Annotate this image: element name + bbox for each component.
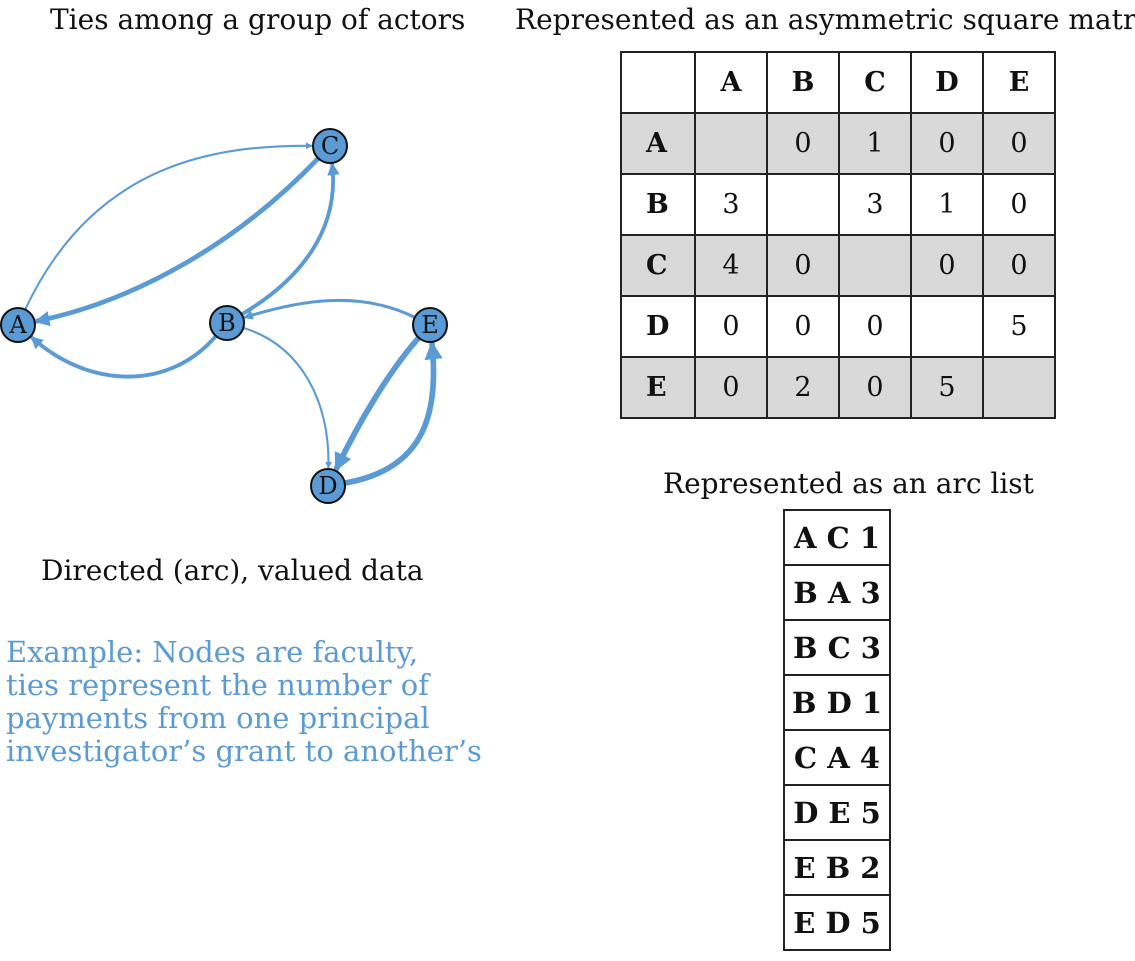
matrix-col-header: D <box>910 51 984 114</box>
node-circle <box>312 128 348 164</box>
matrix-cell: 3 <box>838 173 912 236</box>
matrix-cell: 5 <box>910 356 984 419</box>
graph-title: Ties among a group of actors <box>50 3 466 36</box>
matrix-cell: 0 <box>766 112 840 175</box>
matrix-row-header: E <box>620 356 696 419</box>
matrix-cell: 0 <box>838 295 912 358</box>
matrix-row-b: B 3 3 1 0 <box>620 173 1056 236</box>
edge-d-e <box>344 341 443 486</box>
edge-b-c <box>240 162 340 317</box>
node-circle <box>209 305 245 341</box>
matrix-cell <box>982 356 1056 419</box>
example-line: investigator’s grant to another’s <box>6 734 482 768</box>
graph-caption: Directed (arc), valued data <box>41 554 424 587</box>
node-label: D <box>318 472 337 500</box>
matrix-row-header: B <box>620 173 696 236</box>
node-circle <box>310 468 346 504</box>
edge-c-a <box>34 156 320 327</box>
matrix-col-header: E <box>982 51 1056 114</box>
matrix-cell <box>766 173 840 236</box>
matrix-row-c: C 4 0 0 0 <box>620 234 1056 297</box>
node-label: E <box>421 311 439 339</box>
matrix-row-e: E 0 2 0 5 <box>620 356 1056 419</box>
arc-list-item: A C 1 <box>783 509 891 566</box>
node-label: B <box>218 309 236 337</box>
example-text: Example: Nodes are faculty, ties represe… <box>6 636 482 768</box>
example-line: ties represent the number of <box>6 668 429 702</box>
matrix-row-header: A <box>620 112 696 175</box>
matrix-header-row: A B C D E <box>620 51 1056 114</box>
node-a: A <box>0 307 36 343</box>
node-e: E <box>412 307 448 343</box>
matrix-cell <box>910 295 984 358</box>
node-b: B <box>209 305 245 341</box>
edge-b-a <box>30 334 218 379</box>
matrix-col-header: A <box>694 51 768 114</box>
adjacency-matrix: A B C D E A 0 1 0 0 B 3 3 1 0 C 4 0 0 0 … <box>620 51 1056 419</box>
matrix-row-header: C <box>620 234 696 297</box>
matrix-cell: 0 <box>838 356 912 419</box>
matrix-cell: 2 <box>766 356 840 419</box>
matrix-cell <box>838 234 912 297</box>
matrix-cell: 0 <box>694 356 768 419</box>
matrix-cell: 1 <box>910 173 984 236</box>
matrix-row-header: D <box>620 295 696 358</box>
matrix-cell: 0 <box>766 295 840 358</box>
edge-e-d <box>333 335 421 472</box>
matrix-title: Represented as an asymmetric square matr… <box>515 3 1135 36</box>
arc-list-item: B C 3 <box>783 619 891 676</box>
node-d: D <box>310 468 346 504</box>
arc-list-table: A C 1 B A 3 B C 3 B D 1 C A 4 D E 5 E B … <box>783 509 891 951</box>
arc-list-item: B A 3 <box>783 564 891 621</box>
example-line: payments from one principal <box>6 701 430 735</box>
network-graph: A B C D E <box>0 128 448 504</box>
arc-list-item: E B 2 <box>783 839 891 896</box>
node-c: C <box>312 128 348 164</box>
matrix-col-header: B <box>766 51 840 114</box>
matrix-corner-cell <box>620 51 696 114</box>
matrix-row-a: A 0 1 0 0 <box>620 112 1056 175</box>
edge-e-b <box>243 298 416 320</box>
arc-list-title: Represented as an arc list <box>663 467 1034 500</box>
matrix-cell: 0 <box>982 173 1056 236</box>
arc-list-item: C A 4 <box>783 729 891 786</box>
matrix-cell: 0 <box>766 234 840 297</box>
matrix-row-d: D 0 0 0 5 <box>620 295 1056 358</box>
matrix-cell: 0 <box>982 234 1056 297</box>
matrix-cell: 5 <box>982 295 1056 358</box>
matrix-cell: 0 <box>910 112 984 175</box>
arc-list-item: E D 5 <box>783 894 891 951</box>
edge-b-d <box>242 326 332 469</box>
arc-list-item: D E 5 <box>783 784 891 841</box>
matrix-cell: 4 <box>694 234 768 297</box>
matrix-cell: 0 <box>910 234 984 297</box>
example-line: Example: Nodes are faculty, <box>6 635 419 669</box>
node-circle <box>412 307 448 343</box>
arc-list-item: B D 1 <box>783 674 891 731</box>
edge-a-c <box>24 142 313 311</box>
matrix-cell: 3 <box>694 173 768 236</box>
matrix-cell: 0 <box>694 295 768 358</box>
matrix-cell: 1 <box>838 112 912 175</box>
matrix-cell: 0 <box>982 112 1056 175</box>
node-label: A <box>8 311 27 339</box>
matrix-col-header: C <box>838 51 912 114</box>
node-label: C <box>321 132 339 160</box>
node-circle <box>0 307 36 343</box>
matrix-cell <box>694 112 768 175</box>
